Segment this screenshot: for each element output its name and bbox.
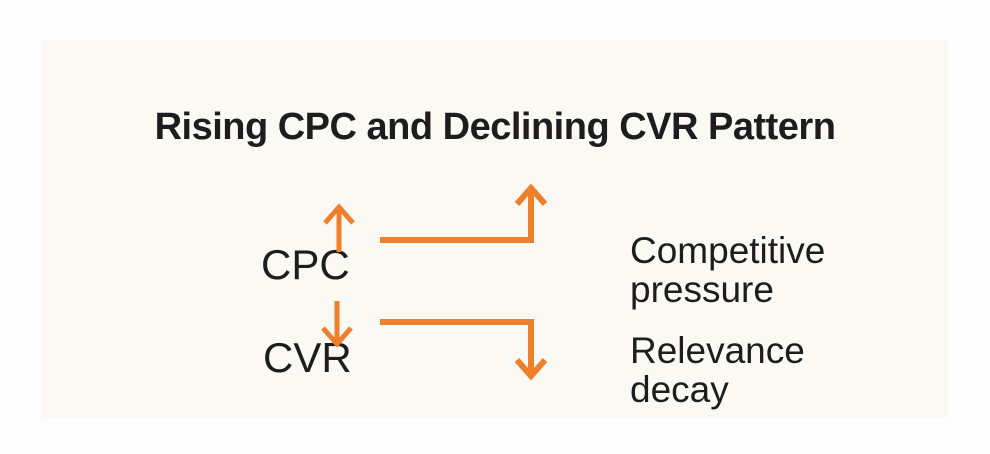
diagram-card: Rising CPC and Declining CVR Pattern CPC…	[42, 40, 948, 418]
metric-cpc-label: CPC	[261, 241, 350, 288]
diagram-title: Rising CPC and Declining CVR Pattern	[154, 106, 836, 148]
metric-cvr-label: CVR	[263, 334, 352, 381]
cpc-cause-label: Competitive pressure	[630, 230, 826, 310]
cvr-cause-label: Relevance decay	[630, 330, 805, 410]
